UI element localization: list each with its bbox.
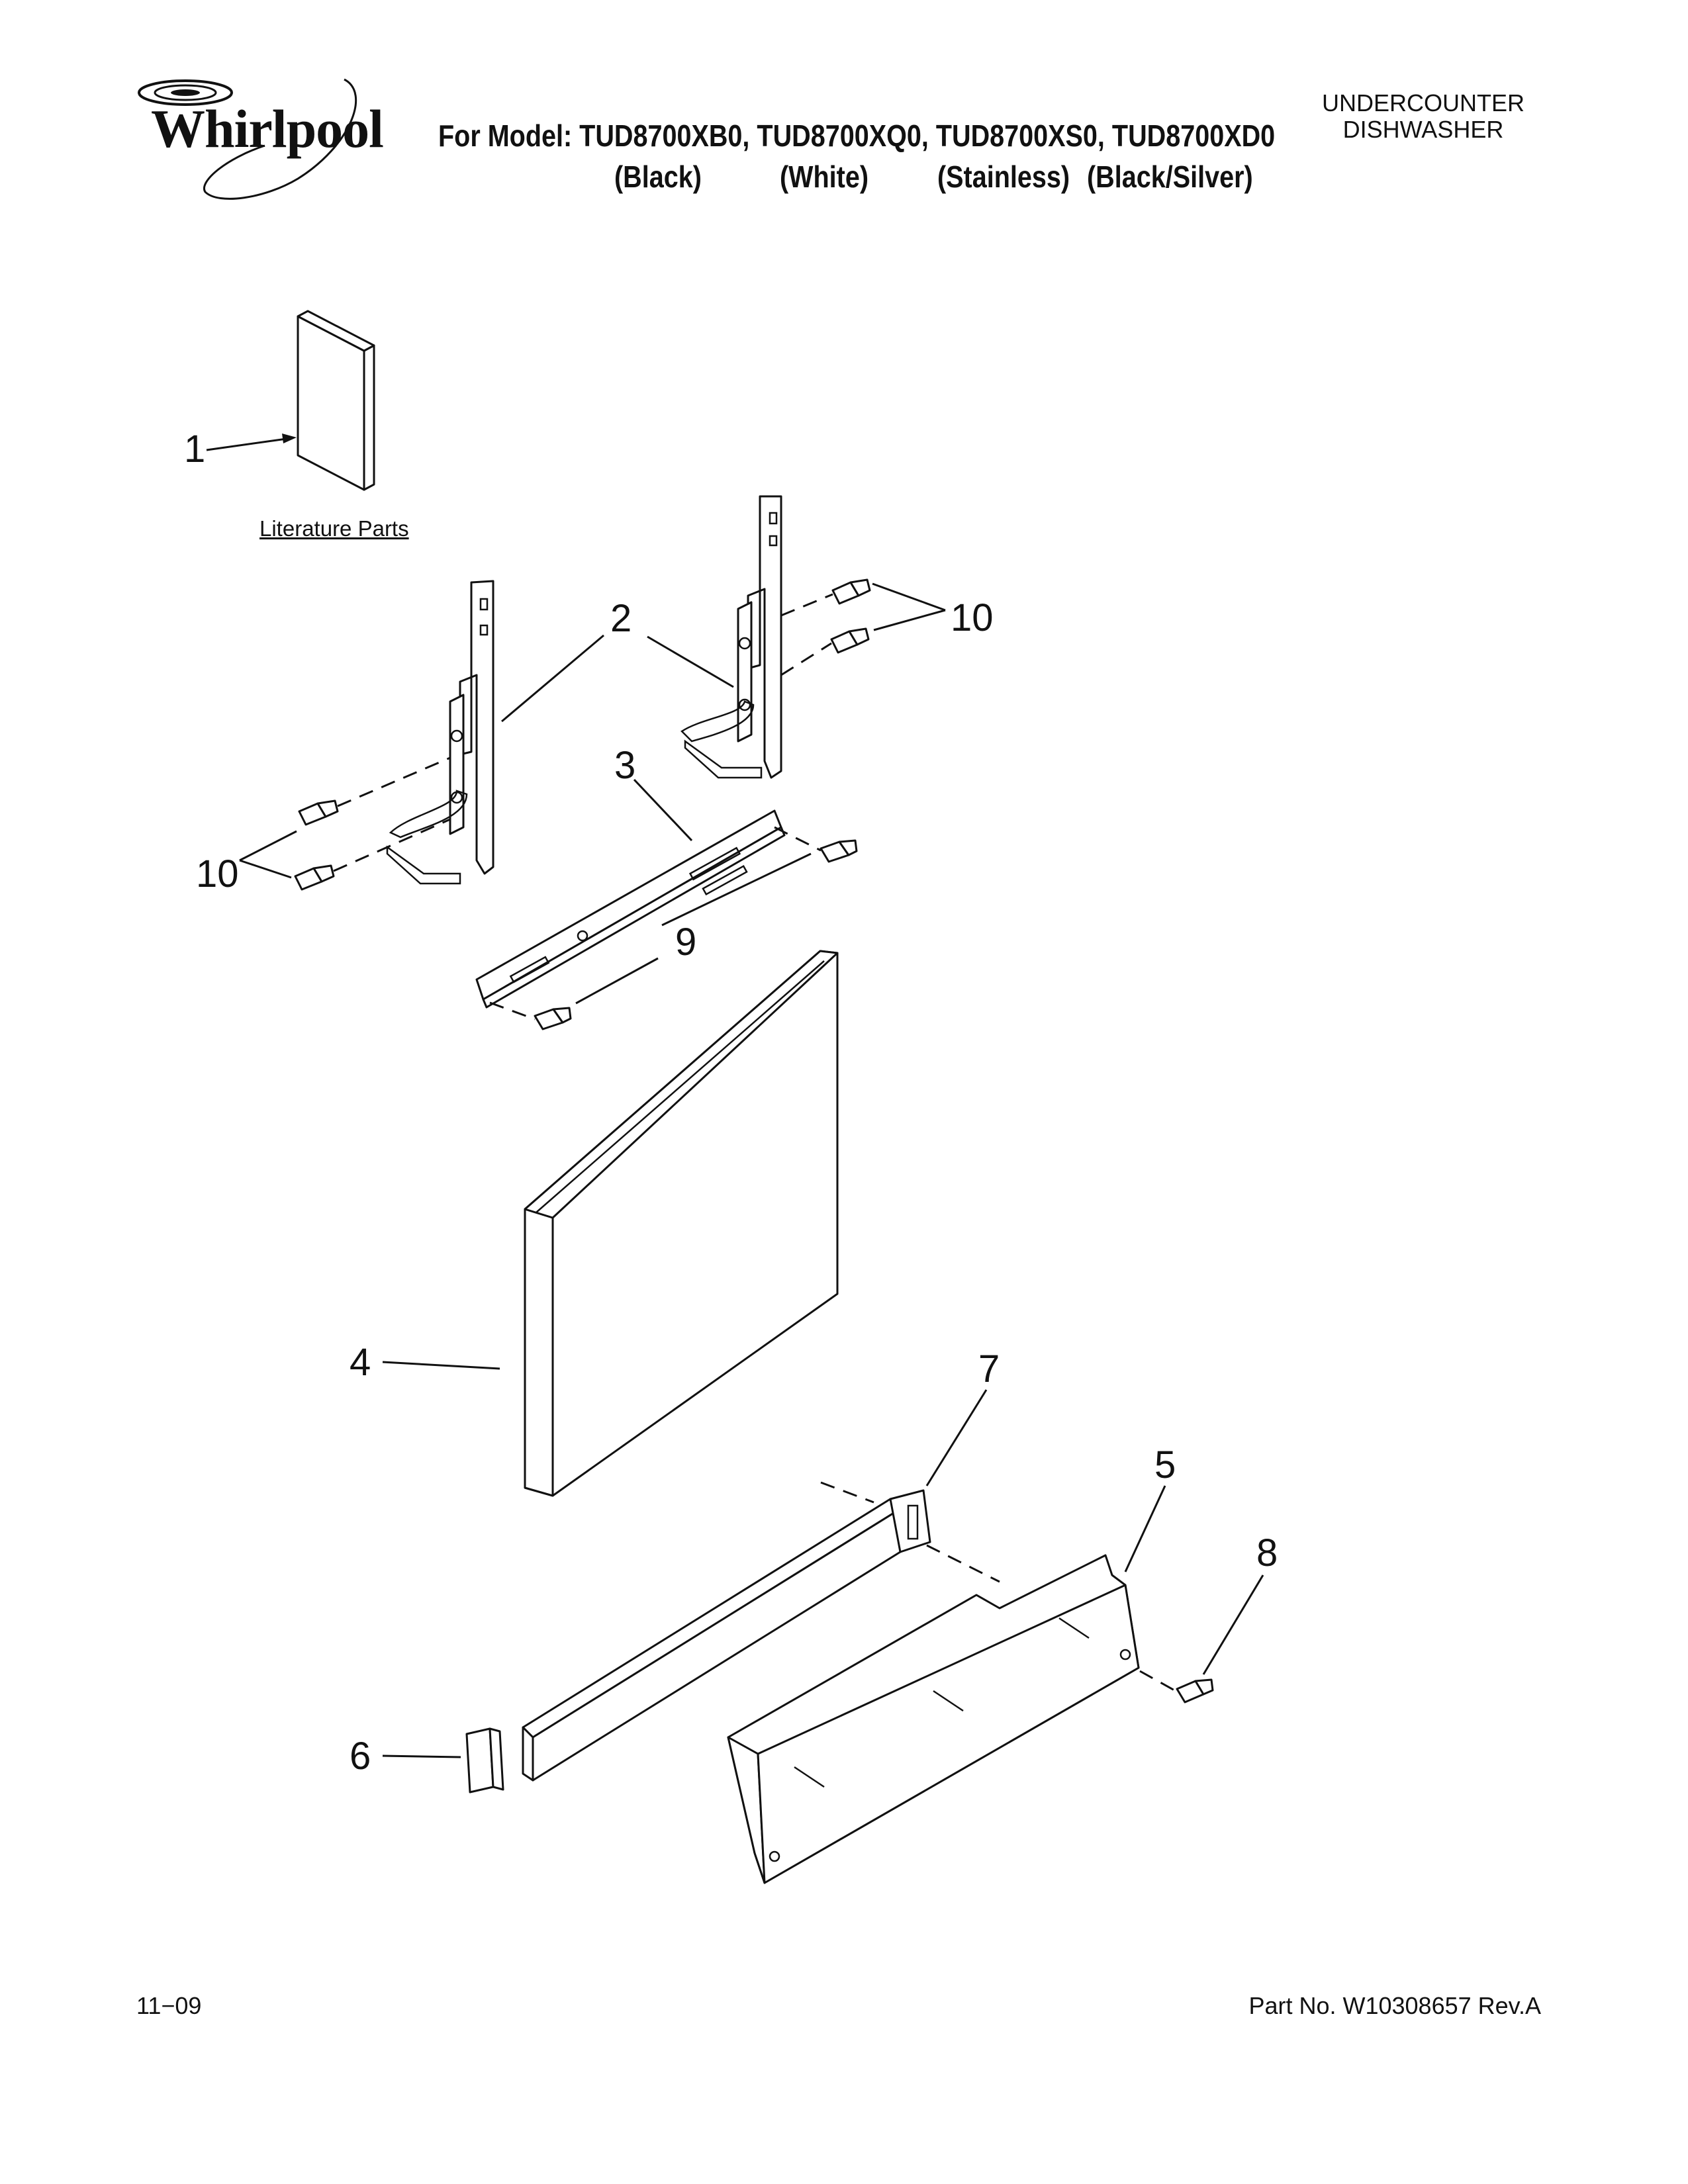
leader-1-arrowhead: [282, 433, 297, 443]
callout-8: 8: [1256, 1531, 1278, 1574]
screw-10-right-upper: [831, 578, 871, 605]
color-black-silver: (Black/Silver): [1087, 159, 1253, 194]
leader-9-left: [575, 957, 659, 1005]
product-type-line-1: UNDERCOUNTER: [1322, 89, 1524, 116]
leader-10-right-a: [872, 582, 946, 612]
product-type-line-2: DISHWASHER: [1342, 116, 1504, 143]
color-white: (White): [780, 159, 869, 194]
literature-booklet: [297, 310, 375, 491]
literature-parts-label: Literature Parts: [259, 516, 409, 541]
leader-3: [633, 778, 693, 842]
callout-10-left: 10: [196, 852, 239, 895]
toe-kick: [727, 1554, 1140, 1884]
screw-10-right-lower: [830, 627, 870, 654]
callout-5: 5: [1154, 1443, 1176, 1486]
callout-3: 3: [614, 744, 636, 787]
panel-align-dash-2: [926, 1544, 1000, 1583]
hinge-bracket-left: [386, 580, 494, 885]
callout-4: 4: [350, 1341, 371, 1384]
callout-1: 1: [184, 428, 206, 471]
color-black: (Black): [614, 159, 702, 194]
panel-clip: [465, 1727, 504, 1794]
screw-9-left: [534, 1007, 572, 1030]
color-stainless: (Stainless): [937, 159, 1070, 194]
leader-1: [206, 437, 292, 451]
callout-7: 7: [978, 1347, 1000, 1390]
leader-2-left: [501, 634, 604, 723]
outer-door-panel: [524, 950, 839, 1497]
screw-9-right: [820, 839, 858, 863]
part-number: Part No. W10308657 Rev.A: [1248, 1992, 1541, 2019]
callout-2: 2: [610, 597, 632, 640]
leader-5: [1124, 1485, 1166, 1572]
leader-10-right-b: [873, 609, 946, 631]
screw-path-left-upper: [337, 756, 451, 807]
leader-9-right: [661, 852, 812, 927]
panel-align-dash-1: [820, 1481, 874, 1504]
leader-10-left-a: [239, 830, 297, 862]
product-type: UNDERCOUNTER DISHWASHER: [1281, 90, 1566, 143]
door-top-bracket: [475, 809, 786, 1009]
callout-10-right: 10: [951, 596, 994, 639]
screw-path-right-upper: [780, 593, 833, 617]
leader-8: [1202, 1574, 1264, 1675]
leader-6: [382, 1754, 461, 1758]
leader-4: [382, 1361, 500, 1370]
callout-9: 9: [675, 921, 697, 964]
screw-path-right-lower: [780, 642, 832, 676]
screw-10-left-lower: [294, 864, 335, 891]
screw-path-9-left: [489, 1001, 536, 1021]
revision-date: 11−09: [136, 1992, 202, 2019]
leader-2-right: [647, 635, 734, 688]
toe-kick-screw: [1176, 1678, 1214, 1704]
callout-6: 6: [350, 1735, 371, 1778]
leader-7: [925, 1389, 988, 1486]
brand-wordmark: Whirlpool: [151, 99, 384, 159]
whirlpool-swirl-icon: [138, 78, 357, 200]
screw-path-9-right: [774, 826, 821, 852]
whirlpool-logo: [132, 66, 397, 218]
screw-path-left-lower: [333, 818, 451, 872]
screw-path-8: [1139, 1670, 1176, 1692]
screw-10-left-upper: [298, 799, 339, 826]
lower-panel-strip: [522, 1489, 931, 1782]
model-line: For Model: TUD8700XB0, TUD8700XQ0, TUD87…: [438, 118, 1276, 153]
hinge-bracket-right: [680, 495, 782, 779]
leader-10-left-b: [239, 859, 292, 879]
